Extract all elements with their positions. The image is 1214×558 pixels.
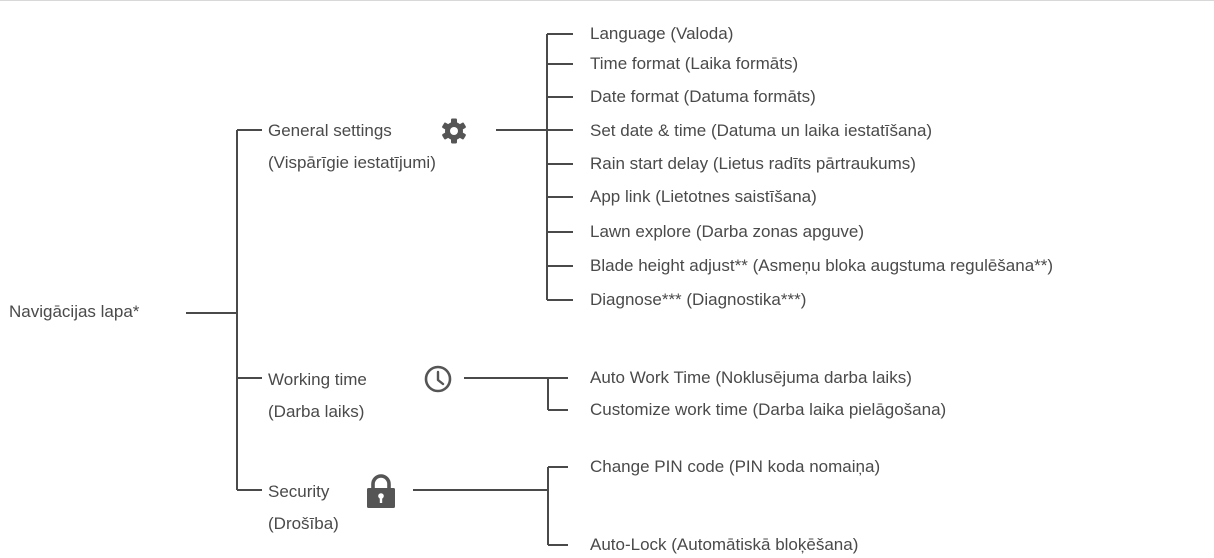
menu-item-change-pin-code: Change PIN code (PIN koda nomaiņa) [590, 457, 881, 476]
security-subtitle: (Drošība) [268, 514, 339, 533]
security-title: Security [268, 482, 330, 501]
menu-item-time-format: Time format (Laika formāts) [590, 54, 799, 73]
menu-item-rain-start-delay: Rain start delay (Lietus radīts pārtrauk… [590, 154, 916, 173]
menu-item-language: Language (Valoda) [590, 24, 734, 43]
working-time-title: Working time [268, 370, 367, 389]
root-label: Navigācijas lapa* [9, 302, 140, 321]
menu-item-lawn-explore: Lawn explore (Darba zonas apguve) [590, 222, 865, 241]
menu-item-app-link: App link (Lietotnes saistīšana) [590, 187, 817, 206]
menu-item-diagnose: Diagnose*** (Diagnostika***) [590, 290, 807, 309]
general-settings-title: General settings [268, 121, 392, 140]
menu-item-date-format: Date format (Datuma formāts) [590, 87, 816, 106]
menu-item-blade-height-adjust: Blade height adjust** (Asmeņu bloka augs… [590, 256, 1054, 275]
lock-icon [364, 473, 398, 509]
top-divider [0, 0, 1214, 1]
menu-item-set-date-time: Set date & time (Datuma un laika iestatī… [590, 121, 933, 140]
menu-item-auto-work-time: Auto Work Time (Noklusējuma darba laiks) [590, 368, 912, 387]
menu-item-customize-work-time: Customize work time (Darba laika pielāgo… [590, 400, 947, 419]
working-time-subtitle: (Darba laiks) [268, 402, 365, 421]
clock-icon [423, 364, 453, 394]
menu-item-auto-lock: Auto-Lock (Automātiskā bloķēšana) [590, 535, 859, 554]
gear-icon [440, 117, 468, 145]
general-settings-subtitle: (Vispārīgie iestatījumi) [268, 153, 436, 172]
